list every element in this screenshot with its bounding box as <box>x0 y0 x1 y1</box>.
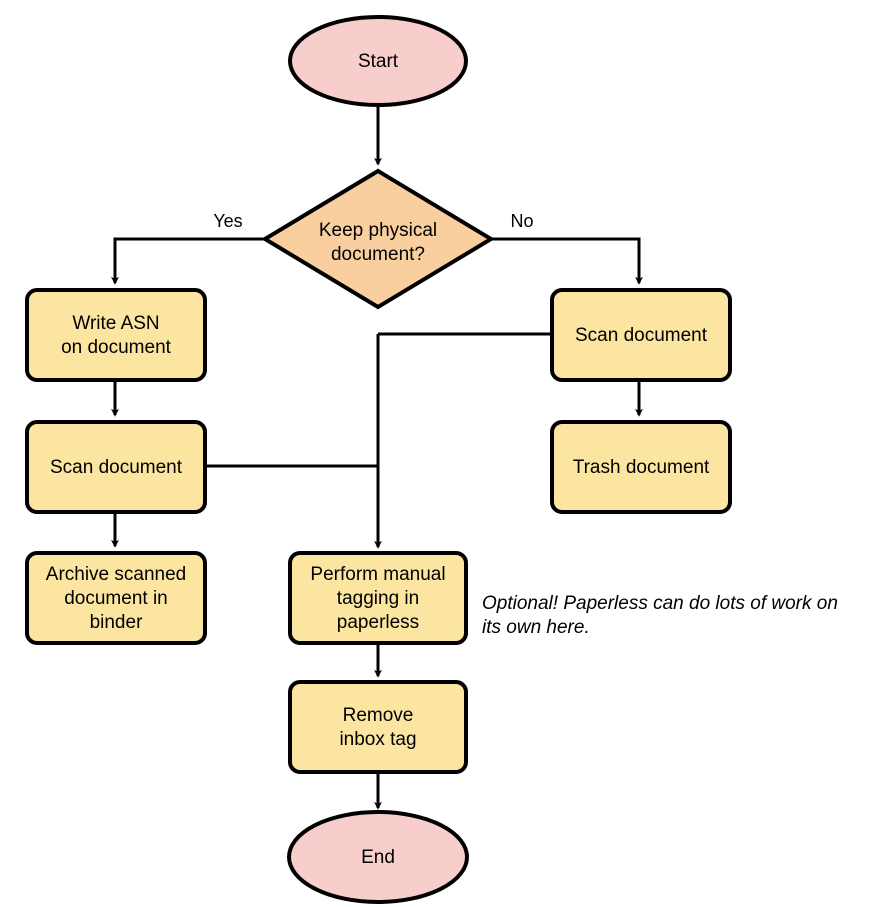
tagging-label-line1: Perform manual <box>310 564 445 585</box>
node-archive-scanned-document[interactable]: Archive scanned document in binder <box>25 551 207 645</box>
end-label: End <box>361 847 395 868</box>
archive-label-line1: Archive scanned <box>46 564 186 585</box>
node-start[interactable]: Start <box>288 15 468 107</box>
node-scan-document-left[interactable]: Scan document <box>25 420 207 514</box>
write-asn-label-line2: on document <box>61 337 172 358</box>
trash-document-label: Trash document <box>573 457 710 478</box>
start-ellipse[interactable] <box>288 15 468 107</box>
write-asn-label-line1: Write ASN <box>72 313 159 334</box>
node-decision-keep-physical-document[interactable]: Keep physical document? <box>261 168 495 310</box>
end-ellipse[interactable] <box>287 810 469 904</box>
node-write-asn-on-document[interactable]: Write ASN on document <box>25 288 207 382</box>
remove-inbox-label-line2: inbox tag <box>339 729 416 750</box>
archive-box[interactable] <box>25 551 207 645</box>
edge-label-yes: Yes <box>213 211 242 231</box>
write-asn-box[interactable] <box>25 288 207 382</box>
annotation-optional-note: Optional! Paperless can do lots of work … <box>482 593 838 638</box>
decision-label-line2: document? <box>331 244 425 265</box>
tagging-label-line3: paperless <box>337 612 419 633</box>
node-remove-inbox-tag[interactable]: Remove inbox tag <box>288 680 468 774</box>
remove-inbox-tag-box[interactable] <box>288 680 468 774</box>
remove-inbox-label-line1: Remove <box>343 705 414 726</box>
decision-diamond[interactable] <box>261 168 495 310</box>
decision-label-line1: Keep physical <box>319 220 437 241</box>
archive-label-line2: document in <box>64 588 168 609</box>
annotation-line1: Optional! Paperless can do lots of work … <box>482 593 838 614</box>
scan-document-right-box[interactable] <box>550 288 732 382</box>
tagging-label-line2: tagging in <box>337 588 419 609</box>
node-end[interactable]: End <box>287 810 469 904</box>
node-scan-document-right[interactable]: Scan document <box>550 288 732 382</box>
node-perform-manual-tagging[interactable]: Perform manual tagging in paperless <box>288 551 468 645</box>
edge-decision-yes-to-write-asn <box>111 237 265 285</box>
scan-document-left-label: Scan document <box>50 457 183 478</box>
start-label: Start <box>358 51 399 72</box>
annotation-line2: its own here. <box>482 617 590 638</box>
archive-label-line3: binder <box>90 612 143 633</box>
scan-document-left-box[interactable] <box>25 420 207 514</box>
node-trash-document[interactable]: Trash document <box>550 420 732 514</box>
tagging-box[interactable] <box>288 551 468 645</box>
edge-label-no: No <box>510 211 533 231</box>
edge-decision-no-to-scan-right <box>491 237 643 285</box>
trash-document-box[interactable] <box>550 420 732 514</box>
scan-document-right-label: Scan document <box>575 325 708 346</box>
